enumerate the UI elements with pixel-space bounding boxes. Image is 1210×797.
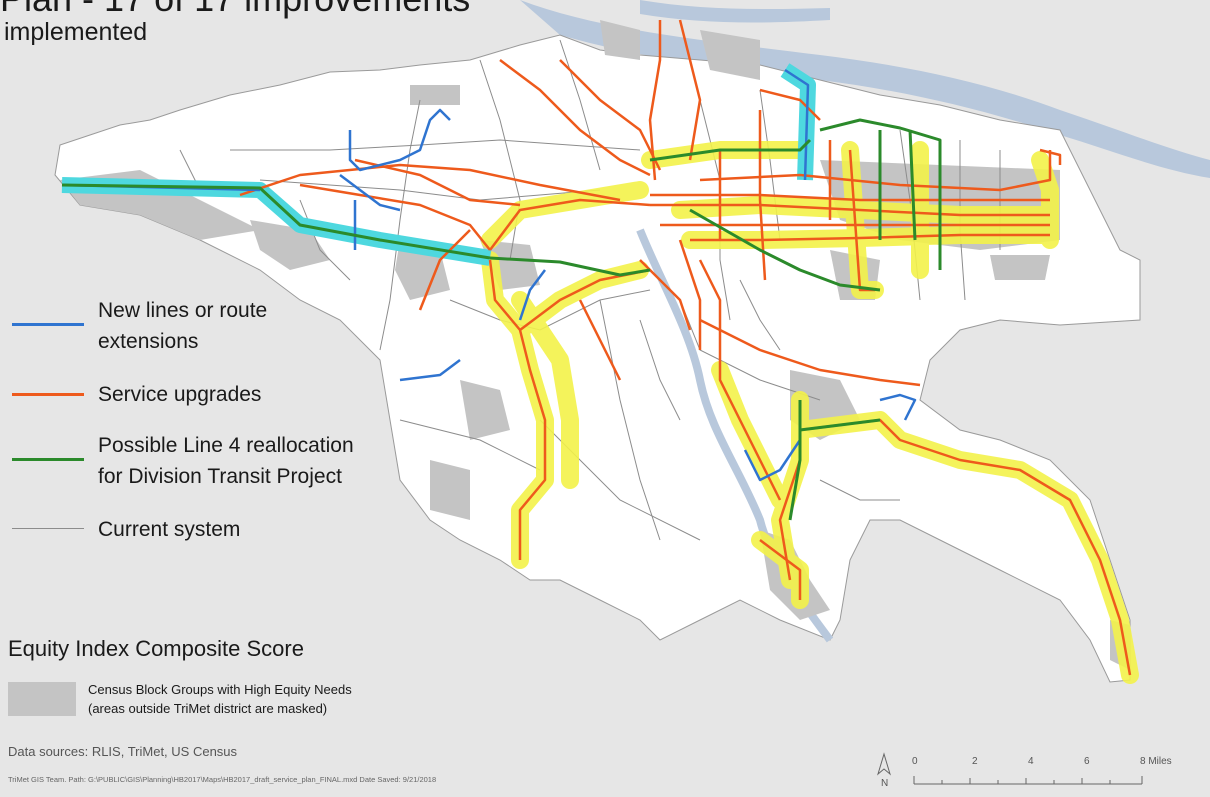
scale-label-6: 6 — [1084, 756, 1090, 767]
legend-new-lines-label: New lines or route extensions — [98, 295, 267, 357]
legend-new-lines-swatch — [12, 323, 84, 326]
legend-current-label: Current system — [98, 518, 241, 541]
scale-label-8: 8 Miles — [1140, 756, 1172, 767]
scale-ticks — [913, 776, 1143, 785]
equity-swatch — [8, 682, 76, 716]
columbia-river — [520, 0, 1210, 178]
legend-line4-swatch — [12, 458, 84, 461]
north-label: N — [881, 778, 888, 788]
equity-line1: Census Block Groups with High Equity Nee… — [88, 682, 352, 697]
legend-current-swatch — [12, 528, 84, 529]
trimet-district — [54, 34, 1141, 683]
equity-line2: (areas outside TriMet district are maske… — [88, 701, 328, 716]
line-4-reallocation — [61, 118, 942, 521]
map-title: Plan - 17 of 17 improvements — [0, 0, 470, 20]
legend-line4-line1: Possible Line 4 reallocation — [98, 434, 354, 457]
legend-line4-line2: for Division Transit Project — [98, 465, 342, 488]
file-path-note: TriMet GIS Team. Path: G:\PUBLIC\GIS\Pla… — [8, 775, 437, 784]
equity-heading: Equity Index Composite Score — [8, 636, 304, 661]
legend-service-swatch — [12, 393, 84, 396]
legend-line4-label: Possible Line 4 reallocation for Divisio… — [98, 430, 354, 492]
scale-label-0: 0 — [912, 756, 918, 767]
columbia-river-north — [640, 0, 830, 23]
scale-label-2: 2 — [972, 756, 978, 767]
legend-service-label: Service upgrades — [98, 383, 262, 406]
data-sources: Data sources: RLIS, TriMet, US Census — [8, 744, 238, 759]
legend-new-lines-line2: extensions — [98, 330, 199, 353]
map-subtitle: implemented — [4, 18, 148, 46]
north-arrow-icon: N — [877, 752, 891, 788]
scale-label-4: 4 — [1028, 756, 1034, 767]
scale-bar: 0 2 4 6 8 Miles — [908, 756, 1178, 792]
legend-new-lines-line1: New lines or route — [98, 299, 268, 322]
equity-label: Census Block Groups with High Equity Nee… — [88, 680, 352, 718]
